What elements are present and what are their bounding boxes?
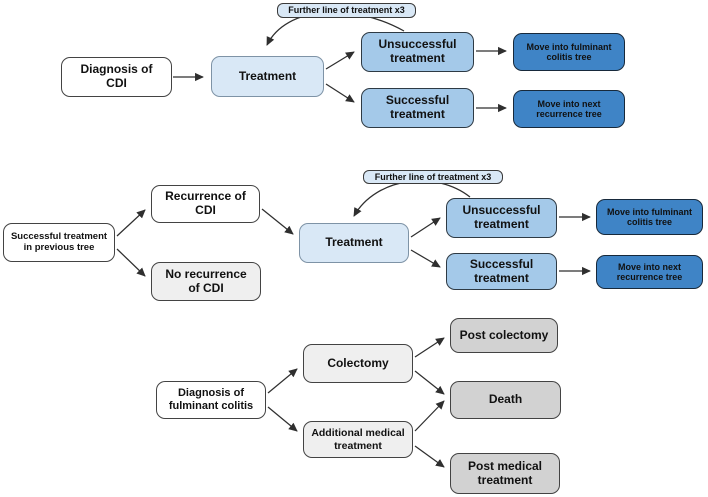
node-colectomy: Colectomy xyxy=(303,344,413,383)
node-label: Treatment xyxy=(238,68,297,83)
node-label: Move into next recurrence tree xyxy=(616,261,683,282)
arrow xyxy=(267,406,298,432)
arrow xyxy=(410,217,441,238)
node-label: No recurrence of CDI xyxy=(165,266,247,295)
node-additional-medical-treatment: Additional medical treatment xyxy=(303,421,413,458)
arrow xyxy=(261,208,294,235)
loop-label-text: Further line of treatment x3 xyxy=(288,5,405,16)
node-move-next-tree2: Move into next recurrence tree xyxy=(596,255,703,289)
node-move-fulminant-tree2: Move into fulminant colitis tree xyxy=(596,199,703,235)
node-label: Unsuccessful treatment xyxy=(378,37,457,65)
node-label: Recurrence of CDI xyxy=(165,189,246,217)
node-diagnosis-cdi: Diagnosis of CDI xyxy=(61,57,172,97)
node-successful-previous-tree: Successful treatment in previous tree xyxy=(3,223,115,262)
arrow xyxy=(325,51,355,70)
arrow xyxy=(410,249,441,268)
node-post-colectomy: Post colectomy xyxy=(450,318,558,353)
loop-label-text: Further line of treatment x3 xyxy=(374,171,492,182)
node-label: Post medical treatment xyxy=(467,458,543,487)
node-label: Unsuccessful treatment xyxy=(462,203,541,231)
node-treatment-tree2: Treatment xyxy=(299,223,409,263)
node-no-recurrence-cdi: No recurrence of CDI xyxy=(151,262,261,301)
arrow xyxy=(325,83,355,103)
node-recurrence-cdi: Recurrence of CDI xyxy=(151,185,260,223)
node-label: Successful treatment in previous tree xyxy=(10,230,108,253)
node-move-next-tree1: Move into next recurrence tree xyxy=(513,90,625,128)
node-label: Treatment xyxy=(325,235,383,250)
node-label: Move into fulminant colitis tree xyxy=(607,206,692,227)
node-post-medical-treatment: Post medical treatment xyxy=(450,453,560,494)
node-move-fulminant-tree1: Move into fulminant colitis tree xyxy=(513,33,625,71)
loop-label-tree1: Further line of treatment x3 xyxy=(277,3,416,18)
arrow xyxy=(414,337,445,358)
node-unsuccessful-treatment-tree2: Unsuccessful treatment xyxy=(446,198,557,238)
node-label: Diagnosis of fulminant colitis xyxy=(168,387,254,412)
node-diagnosis-fulminant-colitis: Diagnosis of fulminant colitis xyxy=(156,381,266,419)
arrow xyxy=(414,400,445,432)
arrow xyxy=(267,368,298,394)
node-label: Diagnosis of CDI xyxy=(80,62,153,90)
node-label: Post colectomy xyxy=(459,327,549,342)
node-label: Move into next recurrence tree xyxy=(536,98,602,119)
node-successful-treatment-tree2: Successful treatment xyxy=(446,253,557,290)
node-successful-treatment-tree1: Successful treatment xyxy=(361,88,474,128)
node-label: Death xyxy=(488,392,523,407)
node-label: Successful treatment xyxy=(385,93,450,121)
node-treatment-tree1: Treatment xyxy=(211,56,324,97)
arrow xyxy=(116,248,146,277)
node-unsuccessful-treatment-tree1: Unsuccessful treatment xyxy=(361,32,474,72)
loop-label-tree2: Further line of treatment x3 xyxy=(363,170,503,184)
arrow xyxy=(116,209,146,237)
arrow xyxy=(414,370,445,395)
node-label: Additional medical treatment xyxy=(311,427,405,452)
node-label: Successful treatment xyxy=(469,256,534,285)
arrow xyxy=(414,445,445,468)
node-label: Move into fulminant colitis tree xyxy=(526,41,612,62)
node-label: Colectomy xyxy=(327,355,389,370)
node-death: Death xyxy=(450,381,561,419)
